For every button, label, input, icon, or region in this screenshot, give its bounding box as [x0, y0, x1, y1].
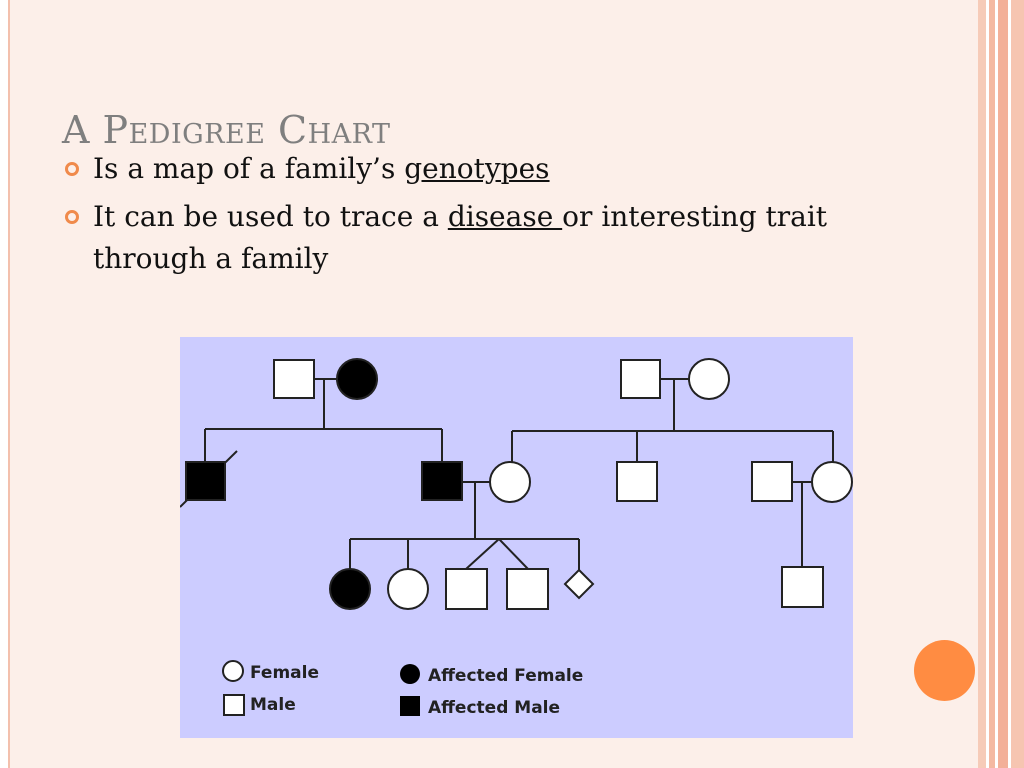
- male-symbol: [445, 568, 488, 610]
- legend-male-label: Male: [250, 695, 296, 715]
- legend: Female Male Affected Female Affected Mal…: [222, 660, 583, 718]
- disease-underlined: disease: [447, 200, 563, 233]
- pedigree-diagram: Female Male Affected Female Affected Mal…: [180, 337, 853, 738]
- legend-female-icon: [222, 660, 244, 682]
- decorative-stripe: [1008, 0, 1011, 768]
- frame-left-border: [8, 0, 10, 768]
- legend-affected-male-label: Affected Male: [428, 698, 560, 718]
- decorative-stripe: [986, 0, 989, 768]
- legend-affected-male-icon: [400, 696, 420, 716]
- legend-affected-female-label: Affected Female: [428, 666, 583, 686]
- orange-circle-decoration: [914, 640, 975, 701]
- male-symbol: [781, 566, 824, 608]
- bullet-ring-icon: [65, 162, 79, 176]
- decorative-stripe: [995, 0, 998, 768]
- bullet-ring-icon: [65, 210, 79, 224]
- bullet-item: Is a map of a family’s genotypes: [62, 148, 922, 190]
- affected-male-symbol: [421, 461, 463, 501]
- legend-affected-female-icon: [400, 664, 420, 684]
- bullet-text: It can be used to trace a: [93, 200, 448, 233]
- bullet-text-continued: or interesting trait through a family: [93, 200, 828, 275]
- bullet-item: It can be used to trace a disease or int…: [62, 196, 922, 280]
- genotypes-underlined: genotypes: [404, 152, 550, 185]
- female-symbol: [489, 461, 531, 503]
- pedigree-lines: [180, 378, 834, 570]
- decorative-stripe: [989, 0, 995, 768]
- affected-female-symbol: [336, 358, 378, 400]
- bullet-list: Is a map of a family’s genotypes It can …: [62, 148, 922, 286]
- decorative-stripe: [998, 0, 1008, 768]
- male-symbol: [506, 568, 549, 610]
- twin-line: [465, 538, 500, 570]
- male-symbol: [273, 359, 315, 399]
- male-symbol: [751, 461, 793, 502]
- affected-male-symbol: [185, 461, 226, 501]
- affected-female-symbol: [329, 568, 371, 610]
- pedigree-individuals: [185, 358, 853, 610]
- decorative-stripe: [1011, 0, 1024, 768]
- bullet-text: Is a map of a family’s: [93, 152, 405, 185]
- female-symbol: [688, 358, 730, 400]
- male-symbol: [616, 461, 658, 502]
- female-symbol: [387, 568, 429, 610]
- decorative-stripe: [978, 0, 986, 768]
- male-symbol: [620, 359, 661, 399]
- pedigree-svg: Female Male Affected Female Affected Mal…: [180, 358, 853, 718]
- unknown-sex-symbol: [563, 568, 595, 600]
- page-title: A Pedigree Chart: [62, 108, 391, 152]
- female-symbol: [811, 461, 853, 503]
- legend-male-icon: [223, 694, 245, 716]
- twin-line: [498, 538, 529, 570]
- legend-female-label: Female: [250, 663, 319, 683]
